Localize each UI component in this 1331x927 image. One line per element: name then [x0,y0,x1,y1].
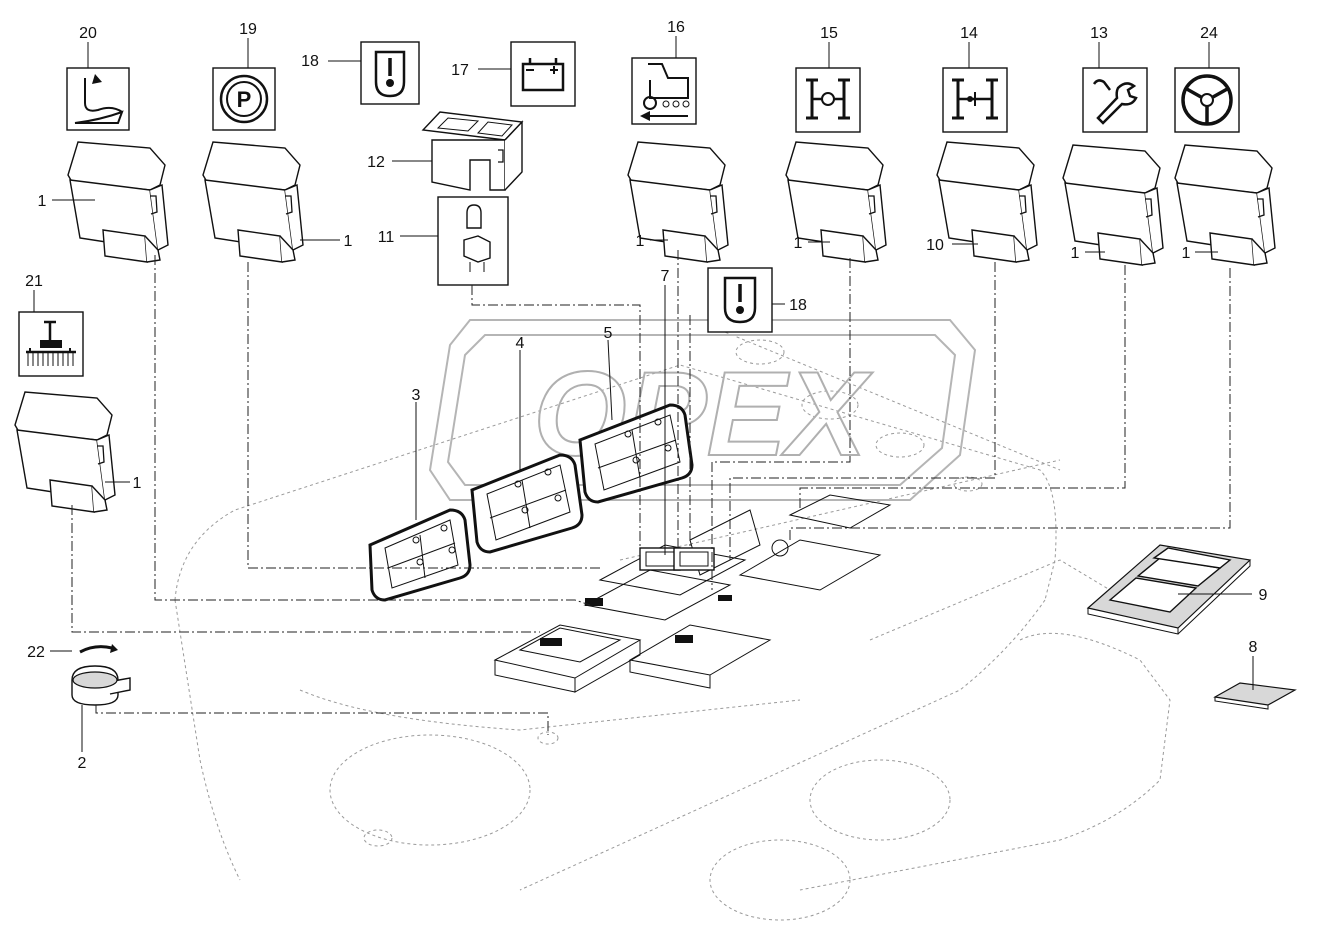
callout-12: 12 [367,154,385,171]
callout-18-mid: 18 [789,297,807,314]
callout-1-a: 1 [38,193,47,210]
steering-wheel-icon [1174,67,1240,133]
callout-18-top: 18 [301,53,319,70]
rocker-switch-19 [202,141,304,263]
leader-lines [33,36,1254,752]
callout-1-b: 1 [344,233,353,250]
switch-bank [493,494,892,693]
callout-7: 7 [661,268,670,285]
rocker-switch-13 [1062,144,1164,266]
callout-labels: 20 19 18 17 16 15 14 13 24 12 11 1 1 1 1… [25,19,1267,772]
switch-frame-3 [368,508,472,602]
four-wheel-drive-icon [942,67,1008,133]
battery-icon [510,41,576,107]
wrench-icon [1082,67,1148,133]
callout-17: 17 [451,62,469,79]
dashboard-housing [174,329,1171,921]
parking-brake-icon: P [212,67,276,131]
rocker-switch-14 [936,141,1038,263]
callout-20: 20 [79,25,97,42]
callout-1-d: 1 [794,235,803,252]
oil-pressure-icon-mid [707,267,773,333]
callout-15: 15 [820,25,838,42]
callout-1-g: 1 [133,475,142,492]
callout-1-c: 1 [636,233,645,250]
callout-16: 16 [667,19,685,36]
rocker-switch-16 [627,141,729,263]
routing-lines [71,250,1231,735]
cultivator-icon [18,311,84,377]
callout-24: 24 [1200,25,1218,42]
callout-9: 9 [1259,587,1268,604]
oil-pressure-icon-top [360,41,420,105]
rocker-switch-20 [67,141,169,263]
differential-lock-icon [795,67,861,133]
rocker-switch-15 [785,141,887,263]
callout-11: 11 [378,229,395,246]
hitch-lift-icon [66,67,130,131]
callout-10: 10 [926,237,944,254]
callout-4: 4 [516,335,525,352]
rocker-switch-24 [1174,144,1276,266]
switch-frame-9 [1086,544,1252,635]
callout-3: 3 [412,387,421,404]
switch-frame-4 [470,453,584,554]
rocker-switch-21 [14,391,116,513]
callout-2: 2 [78,755,87,772]
callout-1-f: 1 [1182,245,1191,262]
callout-1-e: 1 [1071,245,1080,262]
callout-19: 19 [239,21,257,38]
relay-box-11 [437,196,509,286]
svg-text:P: P [237,87,252,112]
callout-13: 13 [1090,25,1108,42]
callout-5: 5 [604,325,613,342]
callout-22: 22 [27,644,45,661]
callout-14: 14 [960,25,978,42]
blank-plug-8 [1213,682,1297,710]
rotary-knob-2 [71,644,131,706]
relay-socket-12 [421,111,524,191]
callout-8: 8 [1249,639,1258,656]
callout-21: 21 [25,273,43,290]
tractor-reverse-icon [631,57,697,125]
